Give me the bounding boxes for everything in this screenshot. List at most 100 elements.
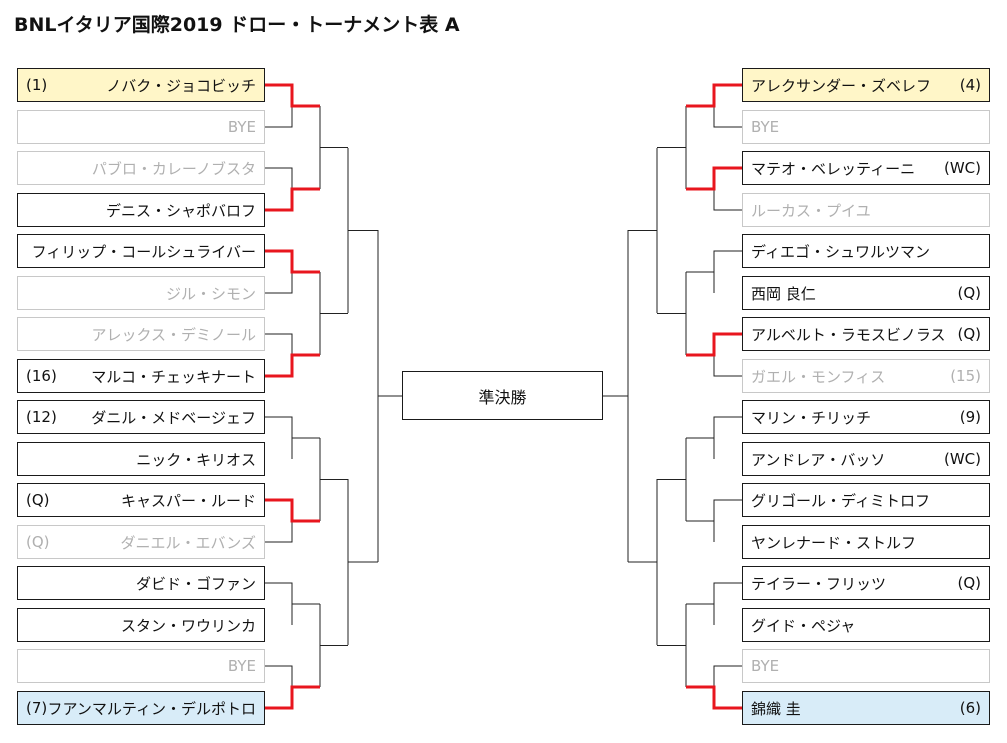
- player-seed: (15): [950, 367, 981, 385]
- player-name: ダニル・メドベージェフ: [91, 408, 256, 427]
- player-name: アルベルト・ラモスビノラス: [751, 325, 946, 344]
- player-name: ルーカス・プイユ: [751, 201, 871, 220]
- bracket-line: [265, 582, 320, 625]
- player-name: ニック・キリオス: [136, 450, 256, 469]
- player-right-9[interactable]: マリン・チリッチ (9): [742, 400, 990, 434]
- winner-line: [265, 83, 320, 108]
- bracket-line: [265, 333, 293, 355]
- player-left-9[interactable]: (12) ダニル・メドベージェフ: [17, 400, 265, 434]
- bracket-line: [265, 167, 293, 189]
- player-right-5[interactable]: ディエゴ・シュワルツマン: [742, 234, 990, 268]
- winner-line: [686, 332, 742, 357]
- player-left-11[interactable]: (Q) キャスパー・ルード: [17, 483, 265, 517]
- winner-line: [686, 166, 742, 191]
- player-name: ヤンレナード・ストルフ: [751, 533, 917, 552]
- bracket-line: [265, 665, 293, 687]
- semifinal-label: 準決勝: [478, 387, 527, 407]
- bracket-line: [377, 230, 402, 562]
- bracket-line: [686, 250, 742, 293]
- player-left-2[interactable]: BYE: [17, 110, 265, 144]
- semifinal-box[interactable]: 準決勝: [402, 371, 603, 420]
- player-seed: (Q): [26, 533, 50, 551]
- player-seed: (Q): [957, 574, 981, 592]
- player-left-8[interactable]: (16) マルコ・チェッキナート: [17, 359, 265, 393]
- player-name: マテオ・ベレッティーニ: [751, 159, 916, 178]
- player-name: BYE: [227, 657, 256, 675]
- bracket-line: [603, 230, 629, 562]
- player-seed: (Q): [26, 491, 50, 509]
- player-left-7[interactable]: アレックス・デミノール: [17, 317, 265, 351]
- player-left-13[interactable]: ダビド・ゴファン: [17, 566, 265, 600]
- player-seed: (Q): [957, 284, 981, 302]
- player-left-3[interactable]: パブロ・カレーノブスタ: [17, 151, 265, 185]
- player-seed: (6): [959, 699, 981, 717]
- bracket-line: [657, 438, 687, 521]
- bracket-line: [319, 106, 348, 189]
- player-right-14[interactable]: グイド・ペジャ: [742, 608, 990, 642]
- bracket-line: [347, 148, 378, 313]
- player-right-15[interactable]: BYE: [742, 649, 990, 683]
- player-right-1[interactable]: アレクサンダー・ズベレフ(4): [742, 68, 990, 102]
- player-name: BYE: [227, 118, 256, 136]
- player-seed: (7): [26, 699, 48, 717]
- bracket-line: [657, 272, 687, 355]
- player-name: パブロ・カレーノブスタ: [91, 159, 256, 178]
- player-right-10[interactable]: アンドレア・バッソ (WC): [742, 442, 990, 476]
- bracket-line: [713, 355, 742, 377]
- player-right-2[interactable]: BYE: [742, 110, 990, 144]
- player-right-8[interactable]: ガエル・モンフィス (15): [742, 359, 990, 393]
- bracket-line: [713, 189, 742, 211]
- player-right-12[interactable]: ヤンレナード・ストルフ: [742, 525, 990, 559]
- player-name: アレックス・デミノール: [91, 325, 256, 344]
- bracket-line: [628, 148, 658, 313]
- player-name: アンドレア・バッソ: [751, 450, 886, 469]
- player-name: フアンマルティン・デルポトロ: [47, 699, 256, 718]
- player-seed: (9): [959, 408, 981, 426]
- player-name: BYE: [751, 118, 780, 136]
- player-name: ジル・シモン: [165, 284, 256, 303]
- player-seed: (16): [26, 367, 57, 385]
- player-left-12[interactable]: (Q)ダニエル・エバンズ: [17, 525, 265, 559]
- player-name: マルコ・チェッキナート: [91, 367, 256, 386]
- player-name: マリン・チリッチ: [751, 408, 872, 427]
- player-left-6[interactable]: ジル・シモン: [17, 276, 265, 310]
- player-name: デニス・シャポバロフ: [105, 201, 256, 220]
- player-right-16[interactable]: 錦織 圭(6): [742, 691, 990, 725]
- player-right-7[interactable]: アルベルト・ラモスビノラス (Q): [742, 317, 990, 351]
- bracket-line: [713, 665, 742, 687]
- player-name: ガエル・モンフィス: [751, 367, 886, 386]
- player-name: ダビド・ゴファン: [135, 574, 256, 593]
- winner-line: [686, 83, 742, 108]
- winner-line: [265, 249, 320, 274]
- bracket-line: [657, 106, 687, 189]
- player-name: アレクサンダー・ズベレフ: [751, 76, 932, 95]
- winner-line: [265, 498, 320, 523]
- player-name: グイド・ペジャ: [751, 616, 856, 635]
- player-left-14[interactable]: スタン・ワウリンカ: [17, 608, 265, 642]
- bracket-line: [713, 106, 742, 128]
- player-right-6[interactable]: 西岡 良仁 (Q): [742, 276, 990, 310]
- player-right-11[interactable]: グリゴール・ディミトロフ: [742, 483, 990, 517]
- page-title: BNLイタリア国際2019 ドロー・トーナメント表 A: [14, 14, 460, 36]
- player-name: テイラー・フリッツ: [751, 574, 887, 593]
- player-seed: (WC): [943, 450, 981, 468]
- player-name: キャスパー・ルード: [120, 491, 256, 510]
- player-left-16[interactable]: (7)フアンマルティン・デルポトロ: [17, 691, 265, 725]
- player-right-3[interactable]: マテオ・ベレッティーニ(WC): [742, 151, 990, 185]
- player-left-4[interactable]: デニス・シャポバロフ: [17, 193, 265, 227]
- bracket-line: [319, 604, 348, 687]
- player-right-4[interactable]: ルーカス・プイユ: [742, 193, 990, 227]
- player-name: BYE: [751, 657, 780, 675]
- player-seed: (Q): [957, 325, 981, 343]
- player-name: 西岡 良仁: [751, 284, 816, 303]
- player-right-13[interactable]: テイラー・フリッツ (Q): [742, 566, 990, 600]
- player-left-5[interactable]: フィリップ・コールシュライバー: [17, 234, 265, 268]
- player-seed: (12): [26, 408, 57, 426]
- player-left-15[interactable]: BYE: [17, 649, 265, 683]
- player-left-10[interactable]: ニック・キリオス: [17, 442, 265, 476]
- bracket-line: [265, 106, 293, 128]
- player-left-1[interactable]: (1)ノバク・ジョコビッチ: [17, 68, 265, 102]
- player-name: グリゴール・ディミトロフ: [751, 491, 930, 510]
- bracket-line: [686, 499, 742, 542]
